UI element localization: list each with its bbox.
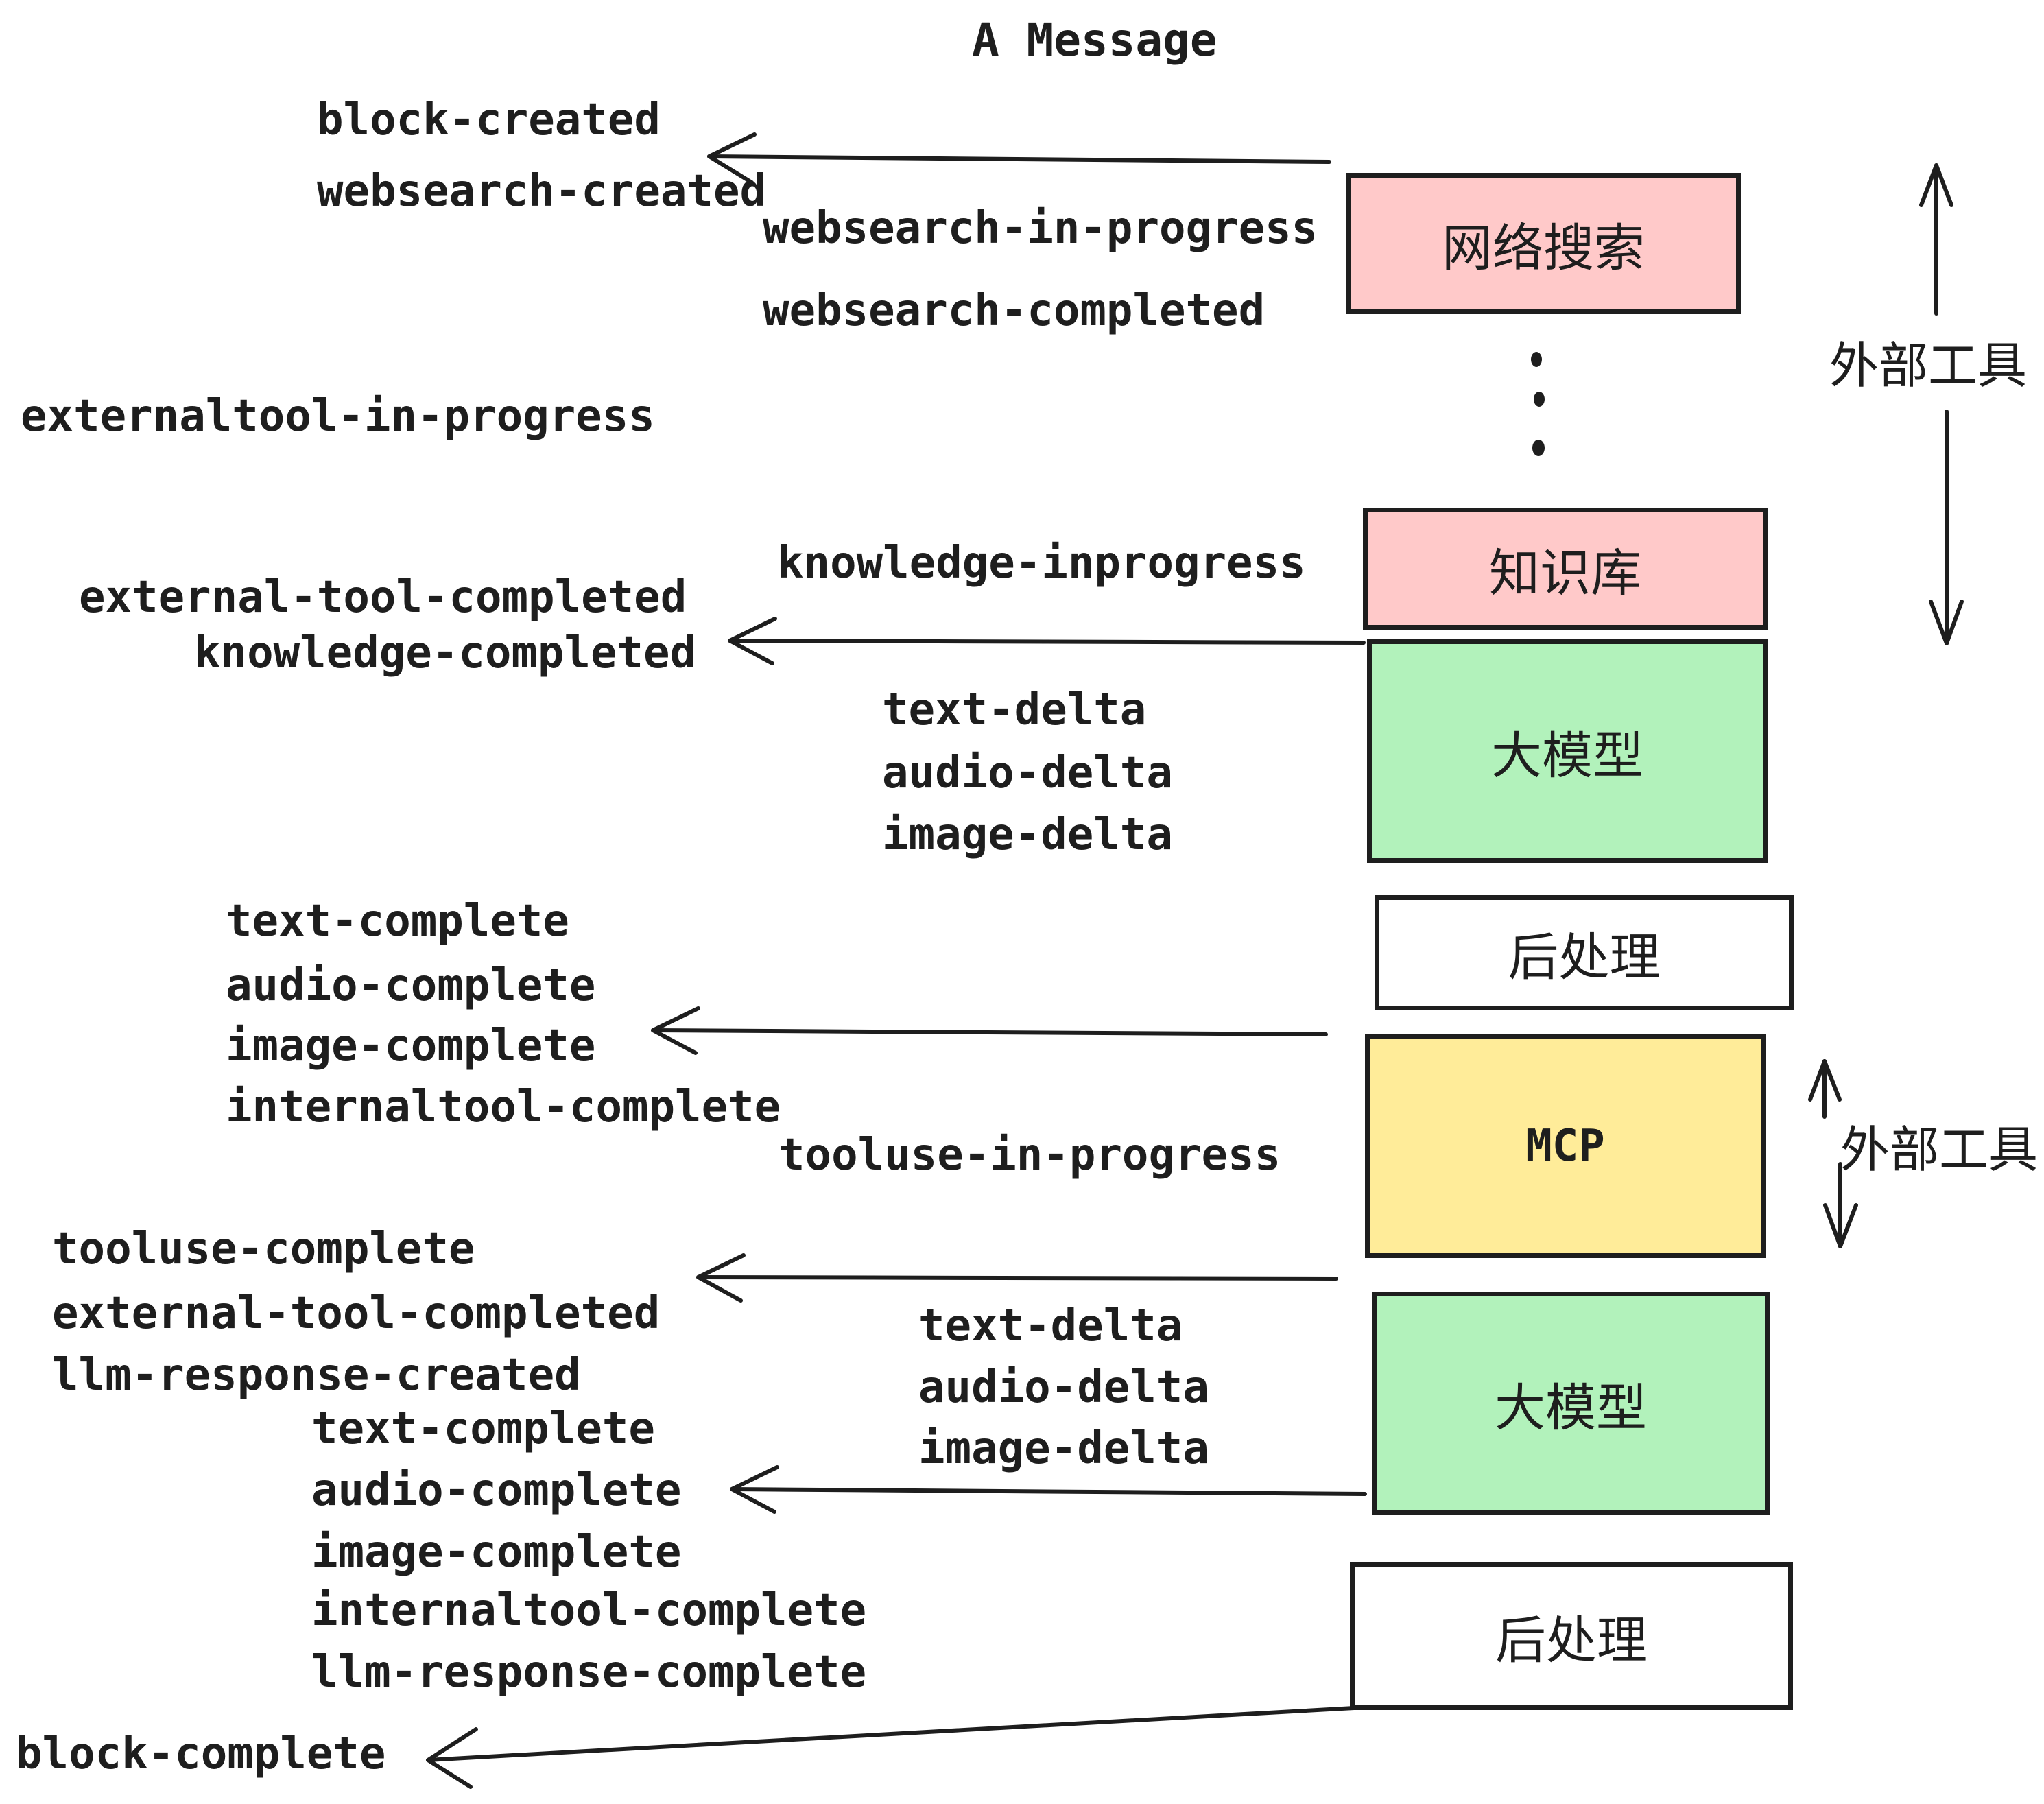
event-block-complete: block-complete [16,1729,386,1779]
node-postprocess-2: 后处理 [1350,1562,1793,1710]
event-external-tool-completed-2: external-tool-completed [52,1288,661,1339]
event-audio-delta-2: audio-delta [918,1362,1209,1413]
node-mcp: MCP [1365,1034,1766,1258]
node-knowledge-label: 知识库 [1489,543,1641,603]
event-image-complete-2: image-complete [311,1527,682,1578]
event-internaltool-complete-1: internaltool-complete [226,1082,781,1132]
event-tooluse-complete: tooluse-complete [52,1224,475,1274]
node-llm-1: 大模型 [1367,639,1768,863]
event-block-created: block-created [317,95,661,145]
event-text-complete-1: text-complete [226,896,569,947]
event-websearch-completed: websearch-completed [763,285,1265,336]
event-text-delta-2: text-delta [918,1301,1183,1351]
event-audio-complete-1: audio-complete [226,960,596,1011]
event-internaltool-complete-2: internaltool-complete [311,1585,867,1636]
event-knowledge-inprogress: knowledge-inprogress [777,538,1306,589]
event-tooluse-in-progress: tooluse-in-progress [779,1130,1281,1180]
event-audio-complete-2: audio-complete [311,1465,682,1516]
event-external-tool-completed-1: external-tool-completed [79,572,687,623]
node-postprocess-1-label: 后处理 [1508,927,1661,987]
node-knowledge: 知识库 [1363,508,1768,630]
event-audio-delta-1: audio-delta [882,748,1173,798]
event-knowledge-completed: knowledge-completed [194,628,697,678]
ellipsis-dots [1531,352,1545,456]
event-externaltool-in-progress: externaltool-in-progress [21,391,655,442]
event-llm-response-created: llm-response-created [52,1350,581,1401]
node-websearch-label: 网络搜索 [1442,218,1645,278]
event-websearch-in-progress: websearch-in-progress [763,203,1318,254]
arrow-external-tools-down-1 [1929,410,1964,645]
node-llm-1-label: 大模型 [1491,726,1643,785]
side-label-external-tools-1: 外部工具 [1829,337,2028,394]
node-postprocess-1: 后处理 [1375,895,1794,1010]
arrow-websearch-to-created [707,132,1331,185]
event-image-complete-1: image-complete [226,1021,596,1071]
arrow-external-tools-up-1 [1919,163,1953,316]
event-websearch-created: websearch-created [317,166,767,217]
arrow-mcp-to-tooluse-complete [696,1253,1338,1303]
page-title: A Message [972,14,1217,67]
event-text-delta-1: text-delta [882,685,1147,735]
event-image-delta-2: image-delta [918,1423,1209,1474]
node-llm-2-label: 大模型 [1495,1378,1647,1438]
event-text-complete-2: text-complete [311,1403,655,1454]
arrow-external-tools-up-2 [1808,1059,1842,1119]
event-image-delta-1: image-delta [882,809,1173,860]
side-label-external-tools-2: 外部工具 [1840,1121,2039,1178]
arrow-post1-to-complete [651,1006,1328,1055]
node-mcp-label: MCP [1525,1121,1605,1172]
arrow-post2-to-block-complete [426,1705,1368,1789]
arrow-knowledge-to-completed [728,617,1366,665]
node-llm-2: 大模型 [1372,1292,1770,1515]
event-llm-response-complete: llm-response-complete [311,1647,867,1698]
node-websearch: 网络搜索 [1346,173,1741,314]
node-postprocess-2-label: 后处理 [1495,1611,1648,1670]
